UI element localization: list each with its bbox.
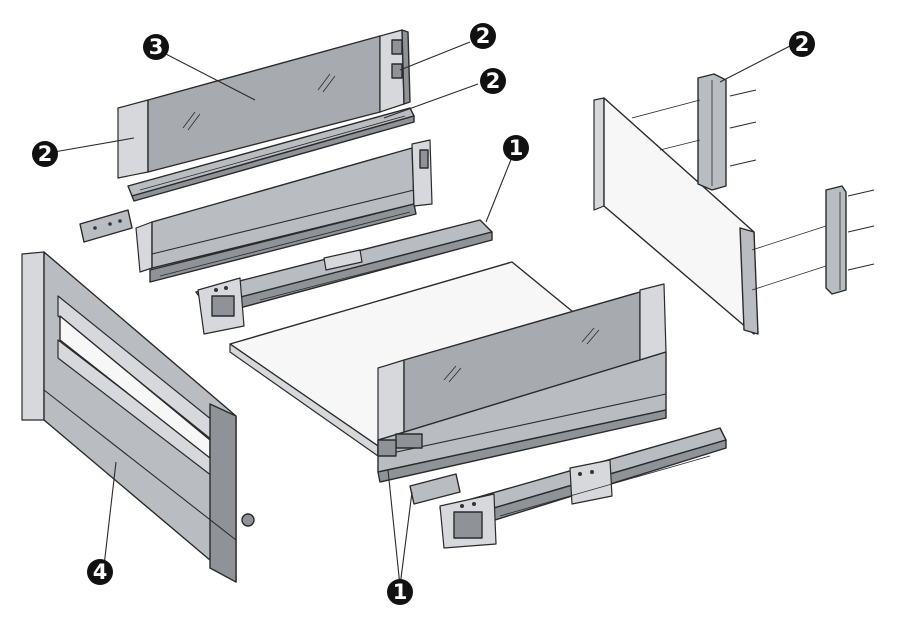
- leader-lines: [53, 41, 791, 587]
- front-panel-frame: [21, 251, 255, 583]
- front-connector-plate: [409, 473, 461, 505]
- callout-2: 3: [143, 34, 169, 60]
- svg-text:1: 1: [393, 580, 408, 604]
- svg-text:2: 2: [795, 32, 810, 56]
- top-rail: [127, 107, 415, 202]
- callout-1: 2: [470, 23, 496, 49]
- runner-rail-lower: [439, 427, 727, 549]
- callout-6: 2: [789, 31, 815, 57]
- svg-text:1: 1: [509, 136, 524, 160]
- callout-7: 4: [87, 559, 113, 585]
- callout-5: 1: [503, 135, 529, 161]
- svg-text:2: 2: [38, 142, 53, 166]
- metal-drawer-side: [135, 139, 433, 283]
- callout-3: 2: [480, 68, 506, 94]
- connector-plate-small: [79, 209, 133, 243]
- back-panel: [593, 97, 759, 335]
- svg-text:3: 3: [149, 35, 164, 59]
- svg-text:2: 2: [486, 69, 501, 93]
- glass-drawer-side-front: [377, 283, 667, 483]
- svg-text:2: 2: [476, 24, 491, 48]
- callout-8: 1: [387, 579, 413, 605]
- rear-bracket-upper: [697, 73, 727, 191]
- callout-4: 2: [32, 141, 58, 167]
- rear-bracket-lower: [825, 185, 847, 295]
- glass-side-panel-top: [117, 29, 411, 179]
- runner-rail-upper: [195, 219, 493, 335]
- svg-text:4: 4: [93, 560, 108, 584]
- screws: [631, 89, 875, 291]
